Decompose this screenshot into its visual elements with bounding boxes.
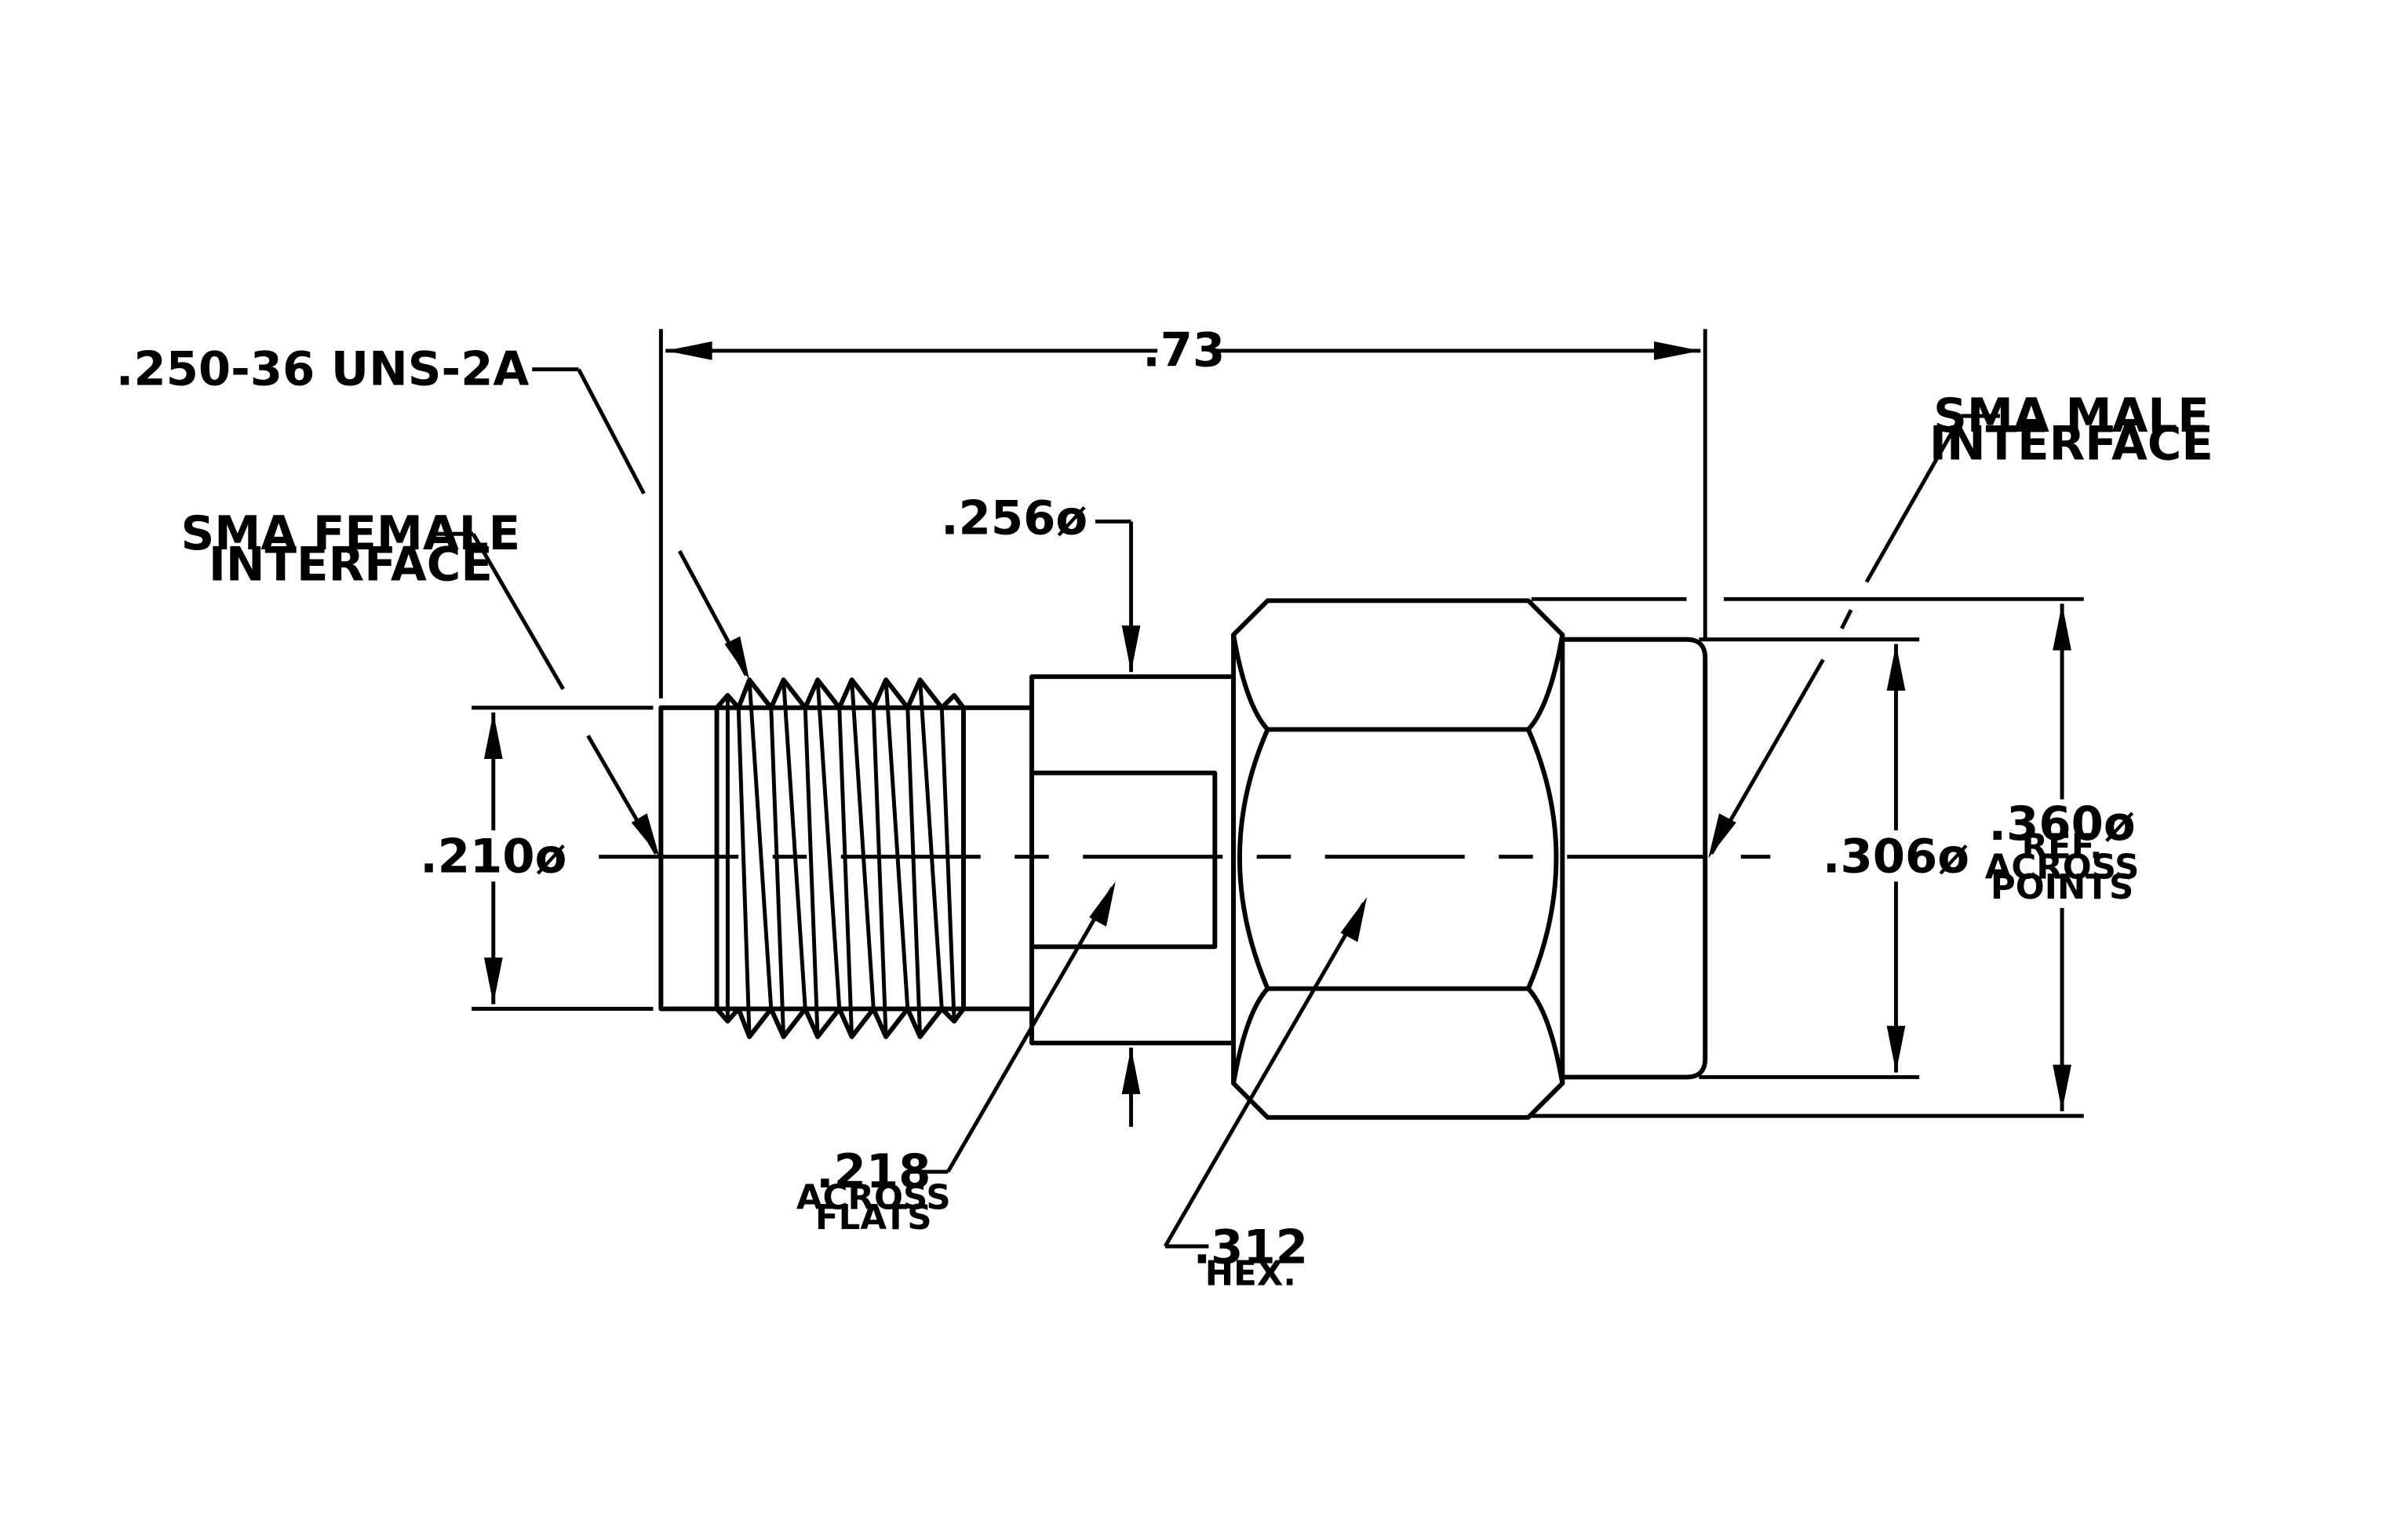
flats-section [1029,674,1237,1045]
dia-306-label: .306ø [1823,829,1969,883]
leader-female: SMA FEMALE INTERFACE [181,506,660,857]
flats-218-sub2: FLATS [815,1198,932,1238]
neck [961,705,1034,1012]
length-label: .73 [1142,323,1225,378]
dia-360-label: .360ø [1989,797,2136,851]
dia-210-label: .210ø [420,829,566,883]
male-label-2: INTERFACE [1929,416,2213,470]
leader-thread: .250-36 UNS-2A [116,341,750,680]
dia-360-sub2: ACROSS [1985,848,2140,887]
leader-hex: .312 HEX. [1163,897,1368,1293]
female-nose-body [658,705,719,1012]
dia-360-sub3: POINTS [1991,868,2133,907]
thread-label: .250-36 UNS-2A [116,341,530,396]
male-body [1560,636,1708,1080]
leader-flats: .218 ACROSS FLATS [796,881,1116,1238]
hex-312-label: .312 [1193,1220,1308,1275]
leader-male: SMA MALE INTERFACE [1708,388,2213,859]
flats-218-sub1: ACROSS [796,1179,951,1218]
dim-360: .360ø REF. ACROSS POINTS [1531,596,2140,1118]
male-label-1: SMA MALE [1933,388,2209,443]
dim-306: .306ø [1699,637,1969,1079]
dia-256-label: .256ø [941,491,1087,545]
hex-312-sub: HEX. [1205,1254,1296,1293]
flats-218-label: .218 [816,1144,931,1198]
hex-nut [1231,598,1565,1120]
female-label-2: INTERFACE [209,538,493,592]
dim-length: .73 [658,323,1707,698]
dim-210: .210ø [420,706,654,1011]
thread-section [714,677,966,1039]
dia-360-sub1: REF. [2022,828,2103,867]
dim-256: .256ø [941,491,1141,1127]
female-label-1: SMA FEMALE [181,506,521,560]
